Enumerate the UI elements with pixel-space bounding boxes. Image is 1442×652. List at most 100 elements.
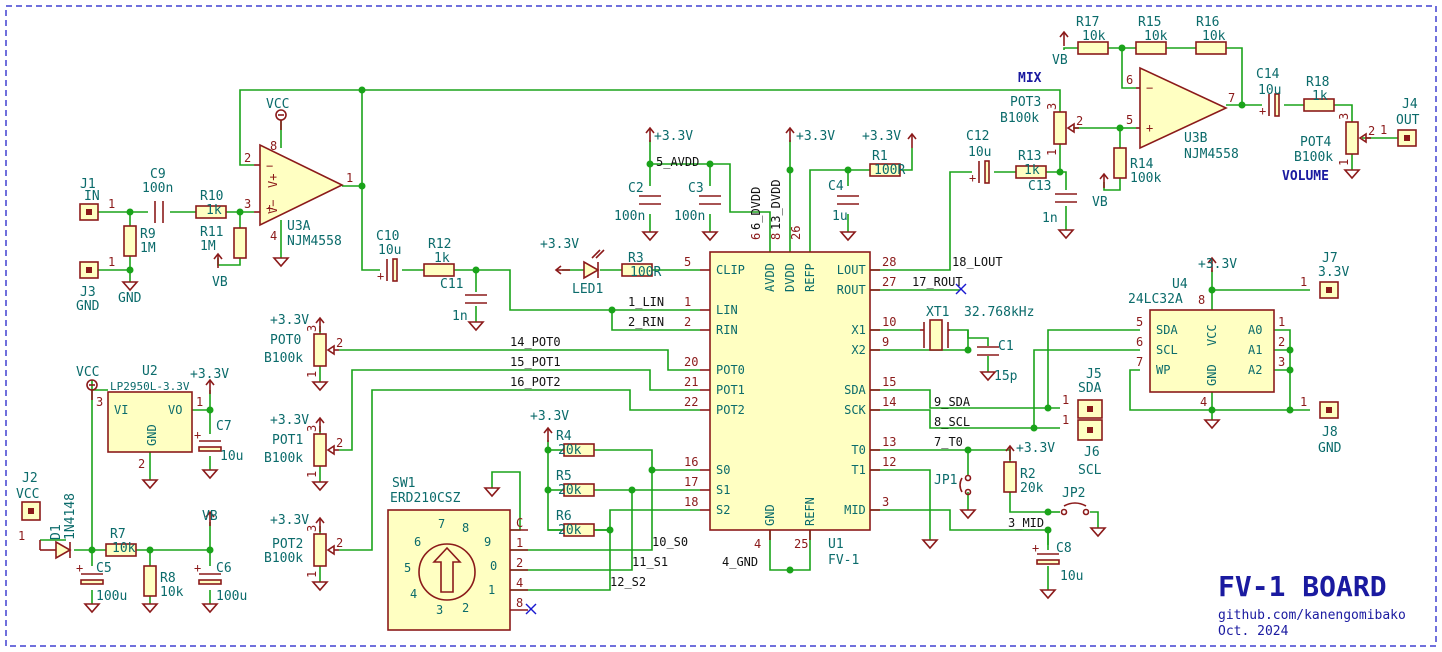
capacitor-ref: C2 [628, 181, 644, 196]
u1-pin-num: 25 [794, 537, 808, 551]
capacitor-c2: C2 100n [614, 181, 661, 224]
u1-pin-num: 21 [684, 375, 698, 389]
plus-3v3-pot0: +3.3V [270, 313, 325, 332]
net-label: 2_RIN [628, 315, 664, 329]
svg-text:−: − [1146, 81, 1153, 95]
pot-value: B100k [264, 451, 303, 466]
connector-ref: J6 [1084, 445, 1100, 460]
u1-pin-num: 3 [882, 495, 889, 509]
cap-plus: + [1259, 104, 1266, 118]
capacitor-value: 10u [1258, 83, 1281, 98]
pot-pin: 3 [305, 525, 319, 532]
pot-pin: 1 [305, 471, 319, 478]
net-label: 4_GND [722, 555, 758, 569]
resistor-value: 10k [112, 541, 136, 556]
capacitor-ref: C9 [150, 167, 166, 182]
plus-3v3-u4-label: +3.3V [1198, 257, 1237, 272]
u1-pin-avdd: AVDD [763, 263, 777, 292]
plus-3v3-r2-label: +3.3V [1016, 441, 1055, 456]
connector-ref: J2 [22, 471, 38, 486]
resistor-value: 100k [1130, 171, 1161, 186]
resistor-ref: R9 [140, 227, 156, 242]
u1-pin-s2: S2 [716, 503, 730, 517]
capacitor-value: 10u [968, 145, 991, 160]
vb-r17: VB [1052, 30, 1069, 68]
u1-pin-num: 16 [684, 455, 698, 469]
u1-pin-num: 12 [882, 455, 896, 469]
junctions [88, 44, 1294, 574]
svg-text:6: 6 [1126, 73, 1133, 87]
vcc-power: VCC [266, 97, 289, 130]
resistor-ref: R7 [110, 527, 126, 542]
resistor-ref: R15 [1138, 15, 1161, 30]
u1-pin-num: 2 [684, 315, 691, 329]
capacitor-ref: C13 [1028, 179, 1051, 194]
u4-ref: U4 [1172, 277, 1188, 292]
plus-3v3-sw-label: +3.3V [530, 409, 569, 424]
svg-text:+: + [1146, 121, 1153, 135]
diode-d1: D1 1N4148 [39, 493, 78, 560]
svg-text:SDA: SDA [1156, 323, 1178, 337]
gnd-text: GND [118, 291, 142, 306]
pot-pin: 2 [336, 336, 343, 350]
plus-3v3-pot1: +3.3V [270, 413, 325, 432]
vcc-label: VCC [266, 97, 289, 112]
u1-pin-num: 4 [754, 537, 761, 551]
plus-3v3-led: +3.3V [540, 237, 579, 275]
sw1-digit: 6 [414, 535, 421, 549]
capacitor-value: 100n [614, 209, 645, 224]
d1-value: 1N4148 [63, 493, 78, 540]
svg-text:2: 2 [244, 151, 251, 165]
resistor-value: 100R [874, 163, 905, 178]
svg-text:1: 1 [196, 395, 203, 409]
resistor-ref: R14 [1130, 157, 1154, 172]
connector-pin: 1 [18, 529, 25, 543]
plus-3v3-u4: +3.3V [1198, 256, 1237, 272]
ground-symbol [121, 281, 139, 292]
u1-pin-num: 20 [684, 355, 698, 369]
u1-pin-t0: T0 [851, 443, 865, 457]
resistor-ref: R3 [628, 251, 644, 266]
plus-3v3-r2: +3.3V [1005, 441, 1055, 460]
capacitor-ref: C4 [828, 179, 844, 194]
u1-pin-num: 1 [684, 295, 691, 309]
ground-symbol [1203, 419, 1221, 430]
u1-pin-num: 28 [882, 255, 896, 269]
capacitor-value: 100n [674, 209, 705, 224]
svg-text:6: 6 [1136, 335, 1143, 349]
plus-3v3-sw: +3.3V [530, 409, 569, 442]
u1-pin-num: 8 [769, 233, 783, 240]
svg-text:SCL: SCL [1156, 343, 1178, 357]
d1-ref: D1 [49, 524, 64, 540]
vb-r11-label: VB [212, 275, 228, 290]
fv1-chip: CLIP5LIN1RIN2POT020POT121POT222S016S117S… [684, 226, 896, 568]
capacitor-value: 10u [220, 449, 243, 464]
connector-value: GND [76, 299, 100, 314]
u2-value: LP2950L-3.3V [110, 380, 190, 393]
pot-value: B100k [264, 551, 303, 566]
net-label: 15_POT1 [510, 355, 561, 369]
ground-symbol [1039, 589, 1057, 600]
u3a-ref: U3A [287, 219, 311, 234]
net-label: 7_T0 [934, 435, 963, 449]
pot-pin: 1 [305, 371, 319, 378]
u1-pin-mid: MID [844, 503, 866, 517]
resistor-ref: R2 [1020, 467, 1036, 482]
resistor-value: 10k [1082, 29, 1106, 44]
sw1-pin: 4 [516, 576, 523, 590]
u1-pin-clip: CLIP [716, 263, 745, 277]
capacitor-value: 100u [216, 589, 247, 604]
svg-text:8: 8 [270, 139, 277, 153]
